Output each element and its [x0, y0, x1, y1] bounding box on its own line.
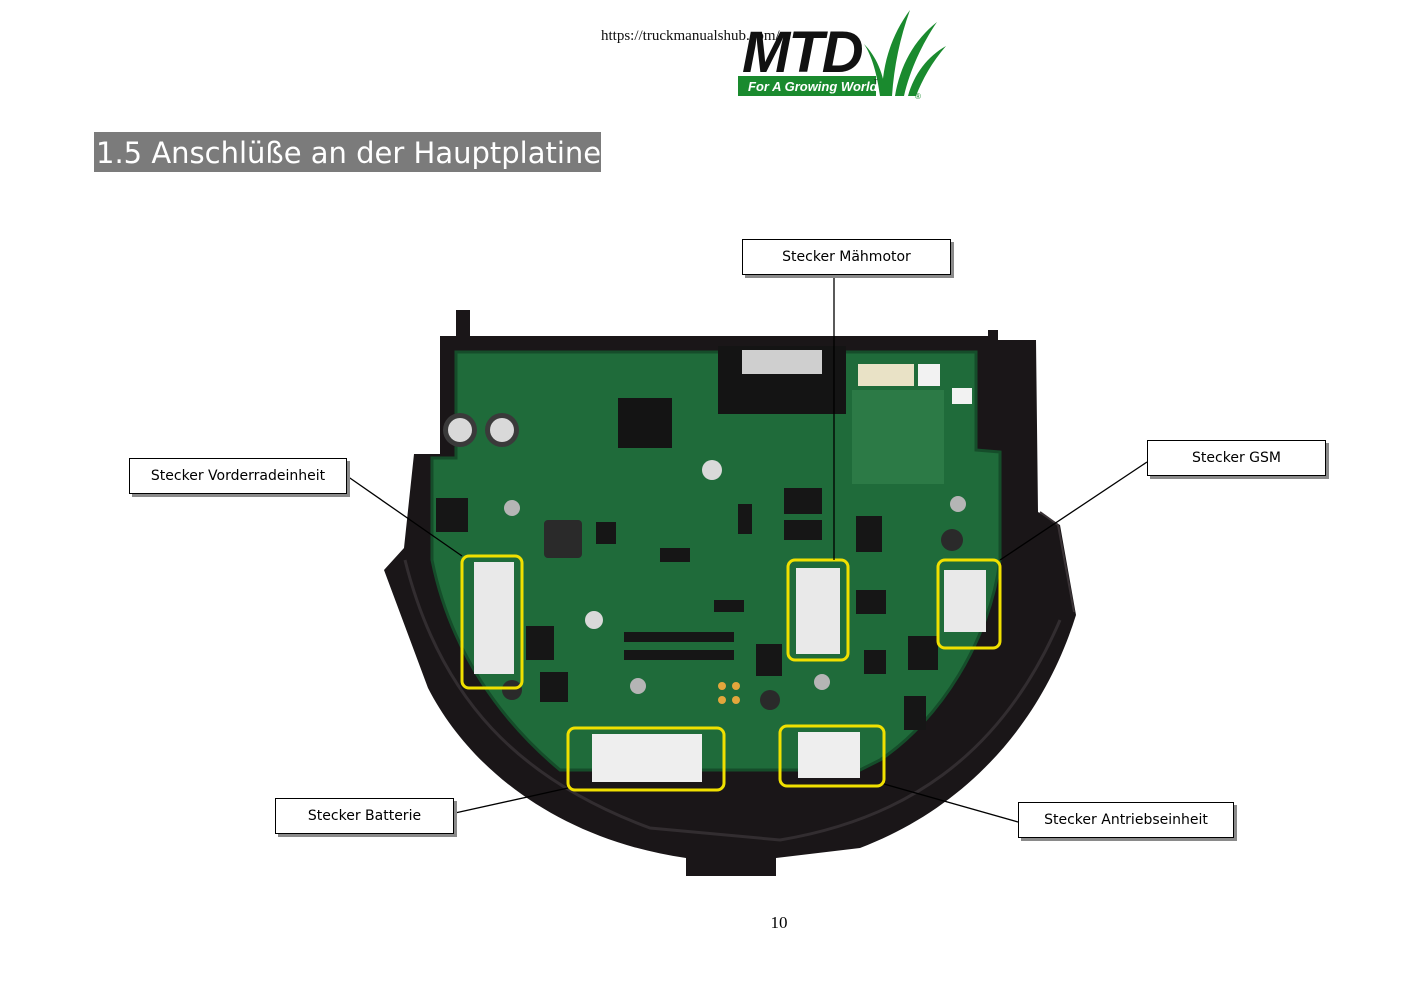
gsm-daughterboard [852, 390, 944, 484]
callout-antriebseinheit: Stecker Antriebseinheit [1018, 802, 1234, 838]
connector-antrieb [798, 732, 860, 778]
callout-batterie: Stecker Batterie [275, 798, 454, 834]
callout-maehmotor: Stecker Mähmotor [742, 239, 951, 275]
connector-batterie [592, 734, 702, 782]
pcb [430, 346, 1002, 782]
logo-tagline-text: For A Growing World. [748, 79, 881, 94]
section-title: 1.5 Anschlüße an der Hauptplatine [94, 132, 602, 172]
highlight-gsm [936, 558, 1002, 650]
grass-blades-icon [864, 10, 946, 96]
highlight-batterie [566, 726, 726, 792]
logo-tagline-bar [738, 76, 876, 96]
highlight-antrieb [778, 724, 886, 788]
callout-gsm: Stecker GSM [1147, 440, 1326, 476]
mtd-logo: MTD For A Growing World. TM ® [738, 10, 946, 100]
logo-registered: ® [915, 92, 921, 100]
callout-vorderradeinheit: Stecker Vorderradeinheit [129, 458, 347, 494]
source-url: https://truckmanualshub.com/ [601, 28, 780, 44]
highlights [460, 554, 1002, 792]
main-chip [618, 398, 672, 448]
page-number: 10 [770, 913, 788, 932]
highlight-maehmotor [786, 558, 850, 662]
connector-vorderrad [474, 562, 514, 674]
leader-lines [346, 276, 1148, 823]
logo-brand-text: MTD [742, 20, 863, 85]
connector-gsm [944, 570, 986, 632]
highlight-vorderrad [460, 554, 524, 690]
connector-maehmotor [796, 568, 840, 654]
